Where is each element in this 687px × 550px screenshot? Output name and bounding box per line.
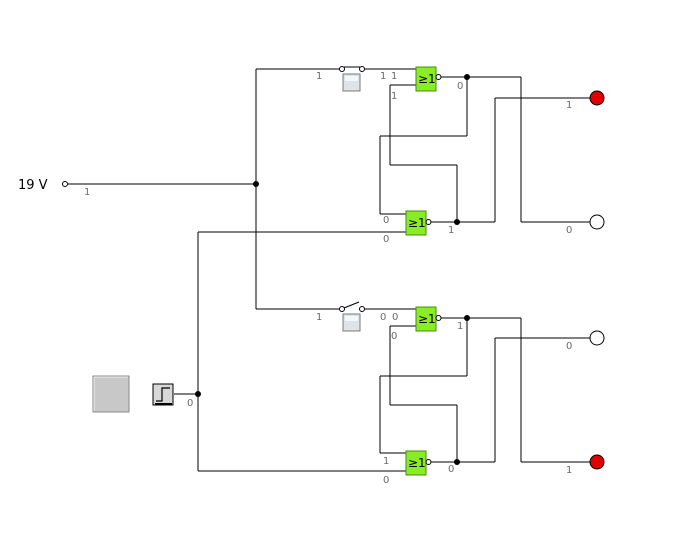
gate-1-body <box>415 66 437 92</box>
step-function-box <box>152 383 174 406</box>
gate-3-inverter-bubble <box>435 315 442 321</box>
step-function-icon <box>156 387 170 402</box>
gate-2-out-value: 1 <box>448 225 454 236</box>
lamp-1[interactable]: 1 <box>566 90 605 111</box>
lamp-3-indicator <box>589 330 605 346</box>
junction-dot <box>454 459 460 465</box>
source-value: 1 <box>84 187 90 198</box>
gate-2-symbol: ≥1 <box>408 216 426 230</box>
gate-1-in2-value: 1 <box>391 91 397 102</box>
switch-2-out-value: 0 <box>380 312 386 323</box>
gate-4-out-value: 0 <box>448 464 454 475</box>
source-label: 19 V <box>18 178 48 193</box>
nor-gate-4[interactable]: ≥1 1 0 0 <box>383 450 454 486</box>
switch-2-in-value: 1 <box>316 312 322 323</box>
junction-dot <box>195 391 201 397</box>
lamp-1-indicator <box>589 90 605 106</box>
lamp-2-indicator <box>589 214 605 230</box>
lamp-3[interactable]: 0 <box>566 330 605 352</box>
gate-2-in1-value: 0 <box>383 215 389 226</box>
junction-dot <box>253 181 259 187</box>
lamp-2-value: 0 <box>566 225 572 236</box>
switch-2-lever <box>343 301 360 309</box>
switch-1-in-value: 1 <box>316 71 322 82</box>
gate-3-out-value: 1 <box>457 321 463 332</box>
switch-2-left-contact <box>339 306 345 312</box>
lamp-4-indicator <box>589 454 605 470</box>
gate-1-out-value: 0 <box>457 81 463 92</box>
source-terminal <box>62 181 68 187</box>
step-input[interactable]: 0 <box>92 375 193 413</box>
switch-2-button-highlight <box>345 316 358 321</box>
gate-3-in1-value: 0 <box>392 312 398 323</box>
junction-dot <box>454 219 460 225</box>
gate-2-in2-value: 0 <box>383 234 389 245</box>
switch-2[interactable]: 1 0 <box>316 301 386 332</box>
gate-1-in1-value: 1 <box>391 71 397 82</box>
gate-4-in1-value: 1 <box>383 456 389 467</box>
switch-1-button-highlight <box>345 76 358 81</box>
lamp-2[interactable]: 0 <box>566 214 605 236</box>
junctions <box>195 74 470 465</box>
lamp-4-value: 1 <box>566 465 572 476</box>
gate-3-symbol: ≥1 <box>418 312 436 326</box>
step-input-value: 0 <box>187 398 193 409</box>
lamp-3-value: 0 <box>566 341 572 352</box>
switch-1-left-contact <box>339 66 345 72</box>
gate-1-symbol: ≥1 <box>418 72 436 86</box>
nor-gate-3[interactable]: ≥1 0 0 1 <box>391 306 463 342</box>
lamp-4[interactable]: 1 <box>566 454 605 476</box>
switch-1-out-value: 1 <box>380 71 386 82</box>
junction-dot <box>464 74 470 80</box>
switch-1-right-contact <box>359 66 365 72</box>
gate-1-inverter-bubble <box>435 74 442 80</box>
junction-dot <box>464 315 470 321</box>
voltage-source[interactable]: 19 V 1 <box>18 178 90 198</box>
gate-2-inverter-bubble <box>425 219 432 225</box>
gate-3-in2-value: 0 <box>391 331 397 342</box>
lamp-1-value: 1 <box>566 100 572 111</box>
step-input-button[interactable] <box>92 375 130 413</box>
wires <box>68 68 590 472</box>
nor-gate-2[interactable]: ≥1 0 0 1 <box>383 210 454 245</box>
nor-gate-1[interactable]: ≥1 1 1 0 <box>391 66 463 102</box>
switch-1[interactable]: 1 1 <box>316 66 386 92</box>
gate-4-symbol: ≥1 <box>408 456 426 470</box>
switch-2-right-contact <box>359 306 365 312</box>
gate-4-inverter-bubble <box>425 459 432 465</box>
gate-4-in2-value: 0 <box>383 475 389 486</box>
